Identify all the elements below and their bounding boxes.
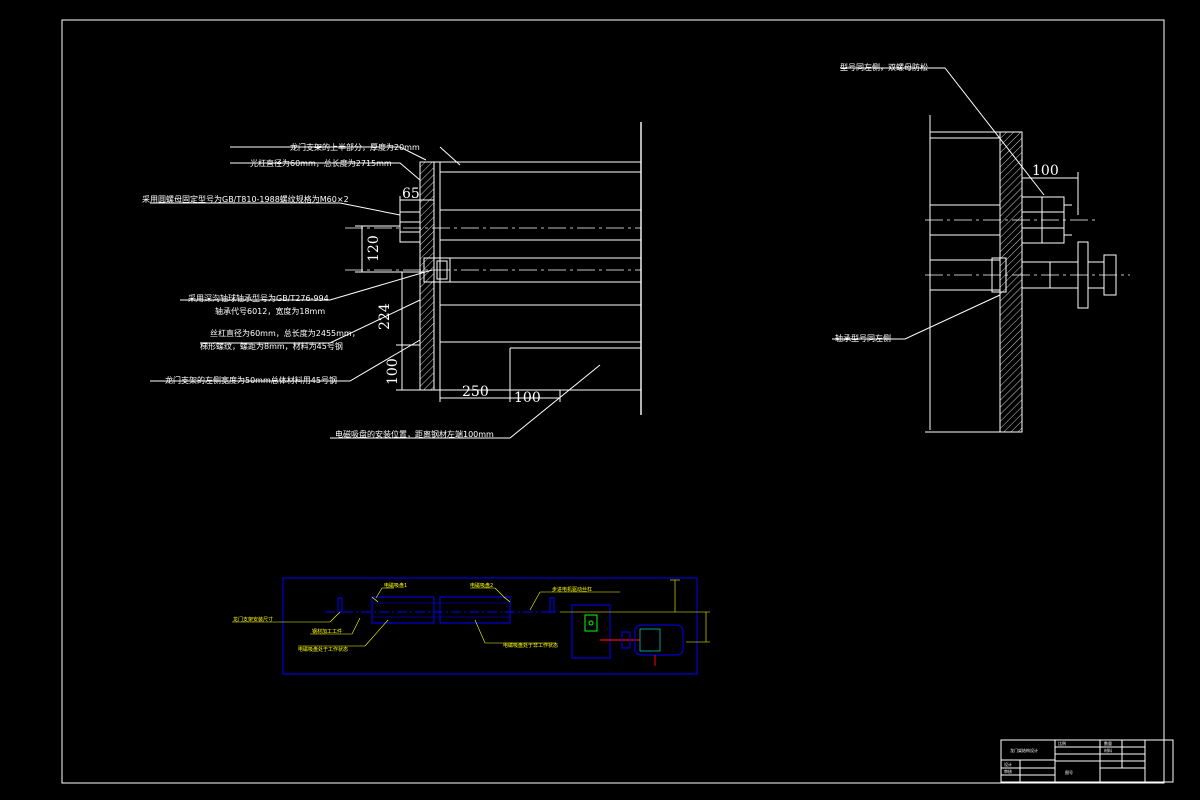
right-section-view: 100 型号同左侧，双螺母防松 轴承型号同左侧 — [832, 62, 1130, 433]
round-nut — [399, 211, 421, 243]
assembly-frame — [282, 577, 698, 675]
annotation-lead-screw-thread: 梯形螺纹，螺距为8mm，材料为45号钢 — [200, 341, 343, 351]
title-cell-drawing-no: 图号 — [1065, 769, 1073, 775]
title-cell-scale: 比例 — [1058, 740, 1066, 746]
motor-housing — [571, 604, 611, 659]
stepper-motor — [634, 624, 684, 656]
bottom-assembly-view: 电磁吸盘1 电磁吸盘2 步进电机驱动丝杠 龙门支架安装尺寸 钢材加工工件 电磁吸… — [232, 577, 710, 675]
right-dim-100: 100 — [1032, 163, 1059, 179]
title-cell-material: 材料 — [1104, 747, 1112, 753]
annotation-right-bearing: 轴承型号同左侧 — [835, 333, 891, 343]
left-section-view: 65 120 224 100 250 100 龙门支架的上半部分，厚度为20mm… — [142, 122, 642, 439]
annotation-bearing-code: 轴承代号6012，宽度为18mm — [215, 306, 325, 316]
magnet-1 — [371, 596, 435, 624]
annotation-bearing-type: 采用深沟轴球轴承型号为GB/T276-994 — [188, 293, 329, 303]
label-gantry-dimension: 龙门支架安装尺寸 — [233, 616, 273, 623]
label-magnet-idle: 电磁吸盘处于非工作状态 — [503, 642, 558, 649]
annotation-lead-screw: 丝杠直径为60mm，总长度为2455mm， — [210, 328, 360, 338]
annotation-left-support: 龙门支架的左侧宽度为50mm总体材料用45号钢 — [165, 375, 337, 385]
label-stepper-drive: 步进电机驱动丝杠 — [552, 586, 592, 593]
label-magnet-2: 电磁吸盘2 — [470, 582, 493, 589]
top-plate-hatch — [419, 161, 435, 391]
dim-250: 250 — [462, 384, 489, 400]
label-steel-workpiece: 钢材加工工件 — [312, 628, 342, 635]
right-plate-hatch — [999, 131, 1023, 433]
title-cell-name: 龙门架结构设计 — [1010, 747, 1038, 753]
dim-100-vertical: 100 — [385, 358, 401, 385]
annotation-polished-rod: 光杠直径为60mm，总长度为2715mm — [250, 158, 392, 168]
dim-120: 120 — [366, 235, 382, 262]
magnet-2 — [439, 596, 511, 624]
annotation-round-nut: 采用圆螺母固定型号为GB/T810-1988螺纹规格为M60×2 — [142, 194, 349, 204]
title-cell-qty: 数量 — [1104, 740, 1112, 746]
annotation-double-nut: 型号同左侧，双螺母防松 — [840, 62, 928, 72]
dim-65: 65 — [402, 186, 420, 202]
drawing-border — [61, 19, 1165, 784]
dim-100-horizontal: 100 — [514, 390, 541, 406]
annotation-magnet-position: 电磁吸盘的安装位置，距离钢材左端100mm — [335, 429, 494, 439]
title-cell-design: 设计 — [1004, 761, 1012, 767]
label-magnet-1: 电磁吸盘1 — [384, 582, 407, 589]
label-magnet-working: 电磁吸盘处于工作状态 — [298, 646, 348, 653]
title-block: 龙门架结构设计 比例 数量 材料 设计 审核 图号 — [1000, 739, 1174, 783]
right-bearing — [991, 257, 1007, 293]
annotation-top-plate: 龙门支架的上半部分，厚度为20mm — [290, 142, 420, 152]
title-cell-review: 审核 — [1004, 768, 1012, 774]
